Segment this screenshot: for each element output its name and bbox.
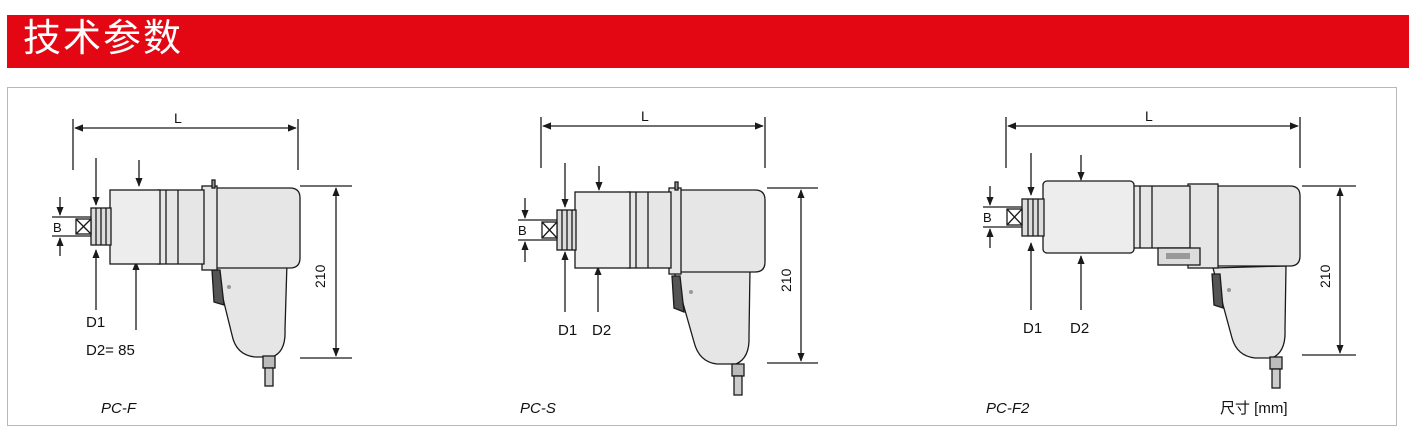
- dimension-b-label-2: B: [518, 223, 527, 238]
- tool-drawing-pc-f: [52, 119, 352, 387]
- dimension-l-label-1: L: [174, 110, 182, 126]
- page-title: 技术参数: [23, 16, 184, 60]
- units-note: 尺寸 [mm]: [1220, 400, 1288, 417]
- header-banner: 技术参数: [7, 15, 1409, 68]
- dimension-l-label-2: L: [641, 108, 649, 124]
- dimension-height-label-1: 210: [312, 264, 328, 288]
- dimension-height-label-3: 210: [1317, 264, 1333, 288]
- dimension-height-label-2: 210: [778, 268, 794, 292]
- dimension-d1-label-2: D1: [558, 322, 577, 339]
- specs-frame: [7, 87, 1397, 426]
- dimension-d2-label-3: D2: [1070, 320, 1089, 337]
- dimension-d2-label-1: D2= 85: [86, 342, 135, 359]
- model-caption-2: PC-S: [520, 400, 556, 417]
- model-caption-1: PC-F: [101, 400, 137, 417]
- tool-drawing-pc-s: [518, 117, 818, 396]
- dimension-d1-label-1: D1: [86, 314, 105, 331]
- dimension-b-label-1: B: [53, 220, 62, 235]
- dimension-b-label-3: B: [983, 210, 992, 225]
- model-caption-3: PC-F2: [986, 400, 1030, 417]
- dimension-l-label-3: L: [1145, 108, 1153, 124]
- dimension-d1-label-3: D1: [1023, 320, 1042, 337]
- dimension-d2-label-2: D2: [592, 322, 611, 339]
- tool-drawing-pc-f2: [983, 117, 1356, 389]
